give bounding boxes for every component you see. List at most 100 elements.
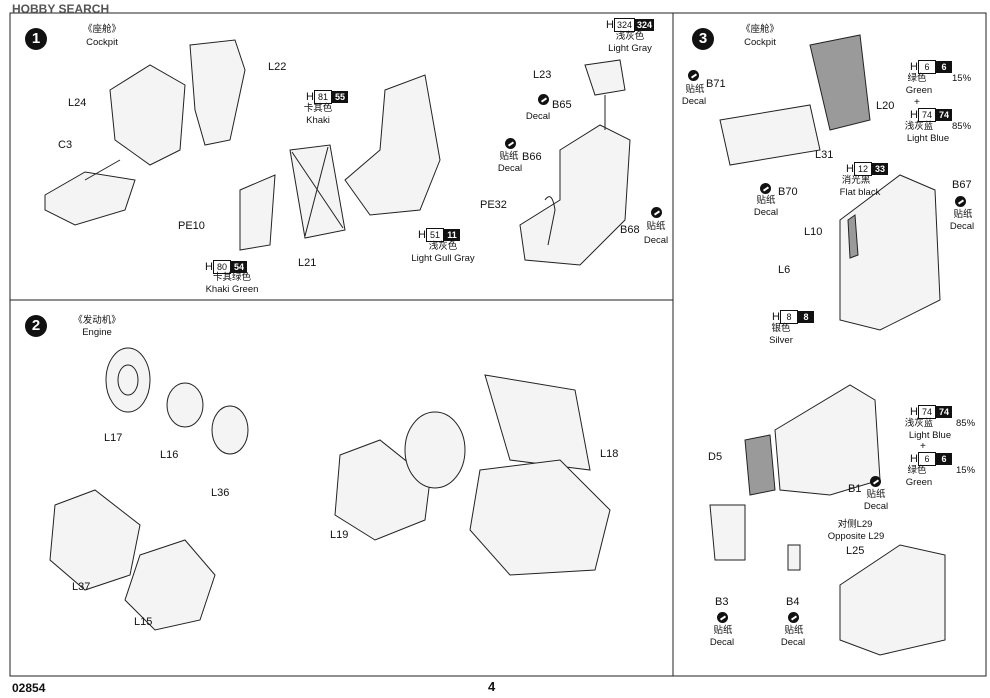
decal-icon: [717, 612, 728, 623]
paint-silver-en: Silver: [769, 335, 793, 346]
part-D5: D5: [708, 451, 723, 463]
paint-khaki-green-cn: 卡其绿色: [212, 272, 251, 283]
step-1-badge: 1: [25, 28, 47, 50]
paint-light-gull-gray-cn: 浅灰色: [428, 241, 458, 252]
step3-title-en: Cockpit: [744, 37, 776, 48]
part-L10: L10: [804, 226, 823, 238]
decal-label-cn: 贴纸: [953, 209, 973, 220]
catalog-number: 02854: [12, 681, 46, 695]
paint-light-blue-top-en: Light Blue: [906, 133, 950, 144]
decal-icon: [651, 207, 662, 218]
decal-icon: [955, 196, 966, 207]
paint-light-blue-top-pct: 85%: [952, 121, 972, 132]
watermark-hobby-search: HOBBY SEARCH: [12, 2, 110, 16]
paint-khaki-en: Khaki: [306, 115, 330, 126]
opposite-part-cn: 对侧L29: [837, 519, 873, 530]
step1-seat-illustration: [44, 39, 441, 251]
part-L21: L21: [298, 257, 317, 269]
step1-title-cn: 《座舱》: [82, 24, 121, 35]
paint-green-top-pct: 15%: [952, 73, 972, 84]
opposite-part-en: Opposite L29: [827, 531, 885, 542]
paint-khaki-green-en: Khaki Green: [205, 284, 259, 295]
step2-engine-illustration: [49, 347, 611, 631]
part-B71: B71: [706, 78, 726, 90]
decal-label-cn: 贴纸: [646, 221, 666, 232]
decal-label-cn: 贴纸: [866, 489, 886, 500]
decal-icon: [870, 476, 881, 487]
paint-green-top-en: Green: [905, 85, 933, 96]
paint-silver-cn: 银色: [771, 323, 791, 334]
decal-label-cn: 贴纸: [756, 195, 776, 206]
step-2-badge: 2: [25, 315, 47, 337]
paint-light-blue-bottom-pct: 85%: [956, 418, 976, 429]
part-PE32: PE32: [480, 199, 507, 211]
paint-plus-bottom: +: [920, 441, 926, 452]
decal-icon: [688, 70, 699, 81]
part-L6: L6: [778, 264, 791, 276]
part-L20: L20: [876, 100, 895, 112]
part-L36: L36: [211, 487, 230, 499]
part-B66: B66: [522, 151, 542, 163]
step1-seat-illustration-right: [519, 59, 631, 266]
decal-label-en: Decal: [643, 235, 669, 246]
part-L31: L31: [815, 149, 834, 161]
decal-label-cn: 贴纸: [499, 151, 519, 162]
part-B70: B70: [778, 186, 798, 198]
paint-light-blue-top-cn: 浅灰蓝: [904, 121, 934, 132]
part-L37: L37: [72, 581, 91, 593]
part-L15: L15: [134, 616, 153, 628]
paint-green-bottom-pct: 15%: [956, 465, 976, 476]
paint-green-bottom-cn: 绿色: [907, 465, 927, 476]
step2-title-en: Engine: [82, 327, 112, 338]
decal-label-en: Decal: [709, 637, 735, 648]
paint-green-bottom-en: Green: [905, 477, 933, 488]
paint-light-blue-bottom-en: Light Blue: [908, 430, 952, 441]
page-number: 4: [488, 679, 496, 694]
part-B65: B65: [552, 99, 572, 111]
page-frame: [9, 12, 987, 677]
part-B68: B68: [620, 224, 640, 236]
part-L24: L24: [68, 97, 87, 109]
decal-label-en: Decal: [681, 96, 707, 107]
decal-icon: [788, 612, 799, 623]
paint-flat-black-en: Flat black: [839, 187, 881, 198]
decal-label-en: Decal: [497, 163, 523, 174]
paint-khaki-cn: 卡其色: [303, 103, 333, 114]
part-L23: L23: [533, 69, 552, 81]
decal-label-cn: 贴纸: [685, 84, 705, 95]
part-L17: L17: [104, 432, 123, 444]
part-L22: L22: [268, 61, 287, 73]
part-L19: L19: [330, 529, 349, 541]
step2-title-cn: 《发动机》: [73, 315, 121, 326]
part-B1: B1: [848, 483, 862, 495]
part-L25: L25: [846, 545, 865, 557]
paint-light-gray-cn: 浅灰色: [615, 31, 645, 42]
decal-label-en: Decal: [949, 221, 975, 232]
decal-label-cn: 贴纸: [713, 625, 733, 636]
step3-cockpit-illustration: [709, 34, 946, 656]
paint-light-gull-gray-en: Light Gull Gray: [411, 253, 475, 264]
part-L18: L18: [600, 448, 619, 460]
decal-label-en: Decal: [525, 111, 551, 122]
decal-label-cn: 贴纸: [784, 625, 804, 636]
paint-flat-black-cn: 消光黑: [841, 175, 871, 186]
paint-green-top-cn: 绿色: [907, 73, 927, 84]
decal-icon: [505, 138, 516, 149]
decal-label-en: Decal: [753, 207, 779, 218]
paint-plus-top: +: [914, 97, 920, 108]
step-3-badge: 3: [692, 28, 714, 50]
step3-title-cn: 《座舱》: [740, 24, 779, 35]
paint-light-blue-bottom-cn: 浅灰蓝: [904, 418, 934, 429]
part-B67: B67: [952, 179, 972, 191]
step1-title-en: Cockpit: [86, 37, 118, 48]
